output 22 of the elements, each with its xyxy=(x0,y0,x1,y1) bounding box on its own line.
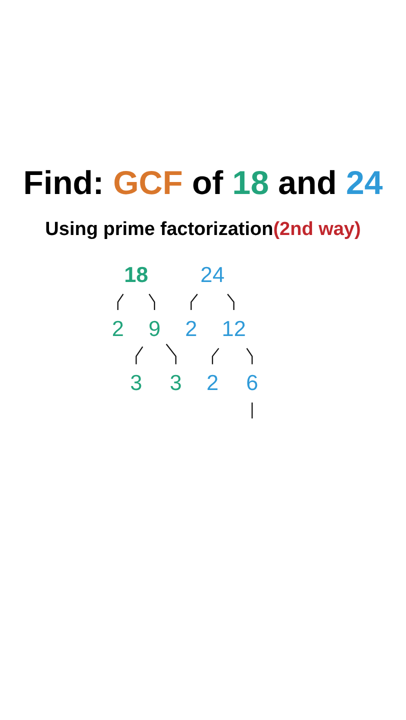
branch-line xyxy=(227,294,234,310)
factor-number: 2 xyxy=(112,317,124,342)
subtitle: Using prime factorization xyxy=(45,219,274,240)
subtitle-note: (2nd way) xyxy=(273,219,361,240)
branch-line xyxy=(246,348,253,364)
factor-number: 3 xyxy=(170,371,182,396)
branch-line xyxy=(136,346,144,364)
factor-number: 2 xyxy=(185,317,198,342)
branch-line xyxy=(117,294,124,310)
branch-line xyxy=(190,294,198,310)
factor-number: 3 xyxy=(130,371,142,396)
factor-number: 12 xyxy=(222,317,246,342)
branch-line xyxy=(212,348,220,364)
branch-line xyxy=(148,294,156,310)
branch-line xyxy=(252,402,253,418)
branch-line xyxy=(166,344,176,364)
factor-number: 18 xyxy=(124,263,148,287)
factor-number: 9 xyxy=(148,317,161,342)
title: Find: GCF of 18 and 24 xyxy=(22,164,384,202)
factor-number: 24 xyxy=(200,263,225,287)
factor-number: 2 xyxy=(206,371,219,396)
factor-number: 6 xyxy=(246,371,258,396)
